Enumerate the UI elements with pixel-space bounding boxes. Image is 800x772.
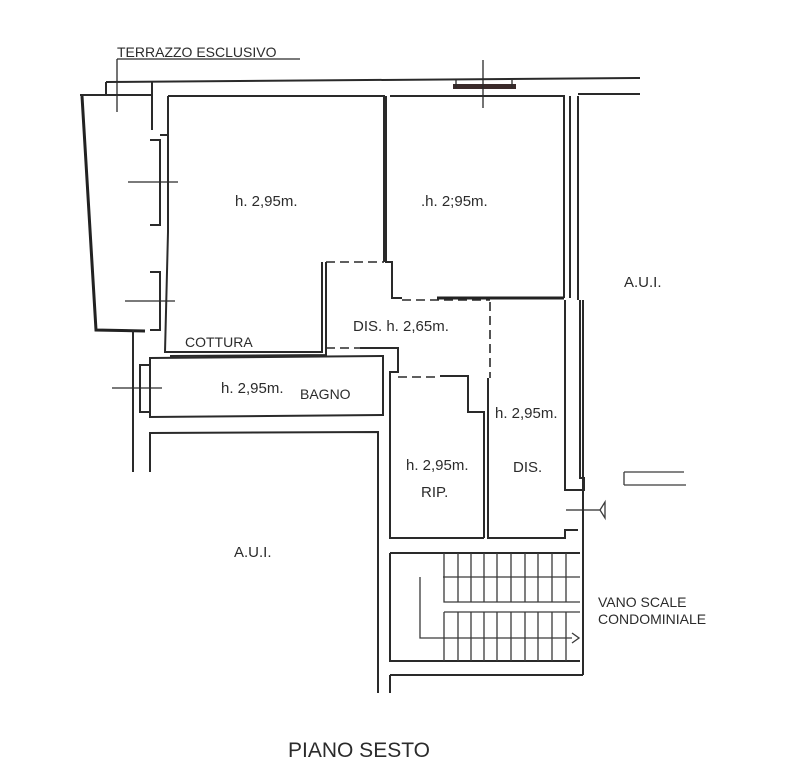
bagno-height: h. 2,95m. — [221, 380, 284, 397]
dis-2-height: h. 2,95m. — [495, 405, 558, 422]
aui-right-label: A.U.I. — [624, 274, 662, 291]
dis-2: h. 2,95m. DIS. — [487, 300, 585, 539]
ripostiglio: h. 2,95m. RIP. — [389, 375, 485, 539]
terrace-label: TERRAZZO ESCLUSIVO — [117, 44, 277, 60]
terrace-area — [80, 95, 178, 472]
right-wall — [566, 93, 686, 675]
rip-height: h. 2,95m. — [406, 457, 469, 474]
room-1-height: h. 2,95m. — [235, 193, 298, 210]
stair-arrow-icon — [571, 632, 581, 644]
disimpegno: DIS. h. 2,65m. — [326, 261, 491, 378]
top-window — [453, 60, 516, 108]
bagno-label: BAGNO — [300, 386, 351, 402]
stairs-label-line2: CONDOMINIALE — [598, 611, 706, 627]
aui-left-region: A.U.I. — [149, 430, 379, 693]
cottura-label: COTTURA — [185, 334, 253, 350]
room-2-height: .h. 2;95m. — [421, 193, 488, 210]
stairs-label-line1: VANO SCALE — [598, 594, 686, 610]
aui-left-label: A.U.I. — [234, 544, 272, 561]
top-facade — [80, 77, 641, 96]
bagno: h. 2,95m. BAGNO — [112, 347, 399, 420]
stair-treads — [457, 553, 567, 661]
dis-2-label: DIS. — [513, 459, 542, 476]
rip-label: RIP. — [421, 484, 448, 501]
floor-title: PIANO SESTO — [288, 739, 430, 762]
room-2: .h. 2;95m. — [385, 95, 565, 300]
stairwell — [389, 552, 583, 693]
dis-label: DIS. h. 2,65m. — [353, 318, 449, 335]
room-1: h. 2,95m. COTTURA — [163, 95, 385, 357]
